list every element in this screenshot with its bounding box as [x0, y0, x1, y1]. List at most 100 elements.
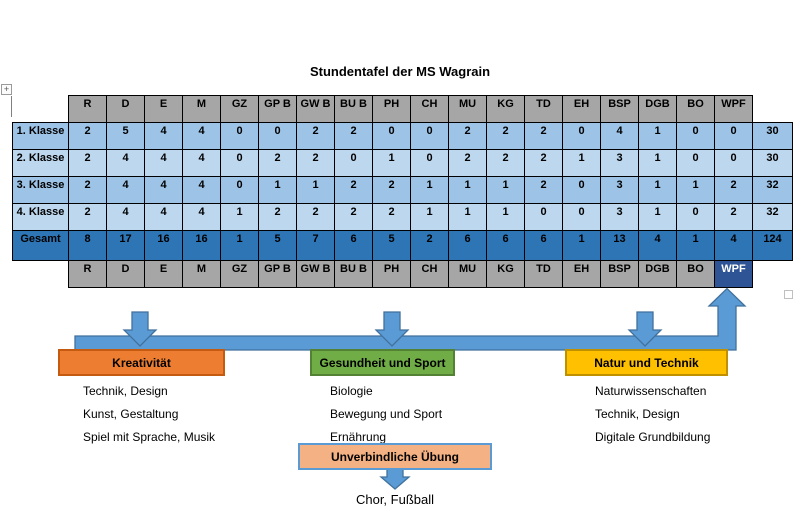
- value-cell[interactable]: 4: [182, 203, 221, 231]
- value-cell[interactable]: 2: [714, 176, 753, 204]
- value-cell[interactable]: 4: [144, 122, 183, 150]
- footer-header-EH[interactable]: EH: [562, 260, 601, 288]
- value-cell[interactable]: 2: [68, 176, 107, 204]
- value-cell[interactable]: 0: [562, 203, 601, 231]
- value-cell[interactable]: 4: [144, 149, 183, 177]
- value-cell[interactable]: 2: [334, 122, 373, 150]
- value-cell[interactable]: 3: [600, 176, 639, 204]
- value-cell[interactable]: 2: [296, 203, 335, 231]
- col-header-E[interactable]: E: [144, 95, 183, 123]
- value-cell[interactable]: 2: [524, 122, 563, 150]
- row-label[interactable]: 4. Klasse: [12, 203, 69, 231]
- value-cell[interactable]: 1: [448, 176, 487, 204]
- value-cell[interactable]: 2: [296, 122, 335, 150]
- col-header-TD[interactable]: TD: [524, 95, 563, 123]
- unverbindliche-uebung-box[interactable]: Unverbindliche Übung: [298, 443, 492, 470]
- value-cell[interactable]: 2: [448, 122, 487, 150]
- total-value-cell[interactable]: 2: [410, 230, 449, 261]
- value-cell[interactable]: 0: [524, 203, 563, 231]
- total-value-cell[interactable]: 4: [714, 230, 753, 261]
- value-cell[interactable]: 2: [68, 149, 107, 177]
- value-cell[interactable]: 2: [296, 149, 335, 177]
- footer-header-BO[interactable]: BO: [676, 260, 715, 288]
- category-box-kreativitaet[interactable]: Kreativität: [58, 349, 225, 376]
- footer-header-D[interactable]: D: [106, 260, 145, 288]
- col-header-WPF[interactable]: WPF: [714, 95, 753, 123]
- footer-header-KG[interactable]: KG: [486, 260, 525, 288]
- table-move-handle-icon[interactable]: +: [1, 84, 12, 95]
- footer-header-PH[interactable]: PH: [372, 260, 411, 288]
- total-value-cell[interactable]: 7: [296, 230, 335, 261]
- value-cell[interactable]: 0: [334, 149, 373, 177]
- value-cell[interactable]: 4: [144, 176, 183, 204]
- total-value-cell[interactable]: 16: [182, 230, 221, 261]
- value-cell[interactable]: 2: [258, 149, 297, 177]
- value-cell[interactable]: 1: [638, 149, 677, 177]
- value-cell[interactable]: 0: [676, 149, 715, 177]
- total-value-cell[interactable]: 6: [524, 230, 563, 261]
- row-total[interactable]: 30: [752, 122, 793, 150]
- value-cell[interactable]: 4: [182, 122, 221, 150]
- value-cell[interactable]: 4: [182, 176, 221, 204]
- total-value-cell[interactable]: 8: [68, 230, 107, 261]
- value-cell[interactable]: 1: [448, 203, 487, 231]
- value-cell[interactable]: 3: [600, 149, 639, 177]
- col-header-BUB[interactable]: BU B: [334, 95, 373, 123]
- value-cell[interactable]: 1: [638, 203, 677, 231]
- value-cell[interactable]: 1: [372, 149, 411, 177]
- grand-total[interactable]: 124: [752, 230, 793, 261]
- value-cell[interactable]: 4: [106, 149, 145, 177]
- row-label[interactable]: 2. Klasse: [12, 149, 69, 177]
- total-value-cell[interactable]: 5: [372, 230, 411, 261]
- total-value-cell[interactable]: 6: [334, 230, 373, 261]
- col-header-PH[interactable]: PH: [372, 95, 411, 123]
- col-header-KG[interactable]: KG: [486, 95, 525, 123]
- footer-header-wpf-highlighted[interactable]: WPF: [714, 260, 753, 288]
- value-cell[interactable]: 2: [258, 203, 297, 231]
- total-value-cell[interactable]: 1: [220, 230, 259, 261]
- value-cell[interactable]: 0: [220, 176, 259, 204]
- value-cell[interactable]: 0: [562, 122, 601, 150]
- total-value-cell[interactable]: 6: [486, 230, 525, 261]
- total-value-cell[interactable]: 16: [144, 230, 183, 261]
- value-cell[interactable]: 0: [714, 149, 753, 177]
- value-cell[interactable]: 2: [334, 203, 373, 231]
- resize-handle[interactable]: [784, 290, 793, 299]
- value-cell[interactable]: 1: [258, 176, 297, 204]
- value-cell[interactable]: 0: [676, 203, 715, 231]
- value-cell[interactable]: 0: [258, 122, 297, 150]
- value-cell[interactable]: 0: [714, 122, 753, 150]
- total-value-cell[interactable]: 13: [600, 230, 639, 261]
- col-header-BSP[interactable]: BSP: [600, 95, 639, 123]
- value-cell[interactable]: 2: [372, 203, 411, 231]
- footer-header-M[interactable]: M: [182, 260, 221, 288]
- value-cell[interactable]: 1: [638, 176, 677, 204]
- value-cell[interactable]: 1: [562, 149, 601, 177]
- value-cell[interactable]: 4: [182, 149, 221, 177]
- value-cell[interactable]: 2: [486, 122, 525, 150]
- value-cell[interactable]: 2: [524, 149, 563, 177]
- footer-header-BSP[interactable]: BSP: [600, 260, 639, 288]
- value-cell[interactable]: 2: [334, 176, 373, 204]
- col-header-BO[interactable]: BO: [676, 95, 715, 123]
- value-cell[interactable]: 0: [220, 122, 259, 150]
- value-cell[interactable]: 1: [486, 176, 525, 204]
- col-header-M[interactable]: M: [182, 95, 221, 123]
- value-cell[interactable]: 1: [676, 176, 715, 204]
- total-value-cell[interactable]: 1: [676, 230, 715, 261]
- value-cell[interactable]: 5: [106, 122, 145, 150]
- value-cell[interactable]: 2: [448, 149, 487, 177]
- row-total[interactable]: 30: [752, 149, 793, 177]
- value-cell[interactable]: 1: [486, 203, 525, 231]
- total-value-cell[interactable]: 4: [638, 230, 677, 261]
- col-header-DGB[interactable]: DGB: [638, 95, 677, 123]
- value-cell[interactable]: 0: [410, 122, 449, 150]
- value-cell[interactable]: 2: [68, 122, 107, 150]
- value-cell[interactable]: 0: [372, 122, 411, 150]
- value-cell[interactable]: 4: [106, 203, 145, 231]
- row-total[interactable]: 32: [752, 176, 793, 204]
- value-cell[interactable]: 2: [486, 149, 525, 177]
- value-cell[interactable]: 0: [220, 149, 259, 177]
- category-box-natur-und-technik[interactable]: Natur und Technik: [565, 349, 728, 376]
